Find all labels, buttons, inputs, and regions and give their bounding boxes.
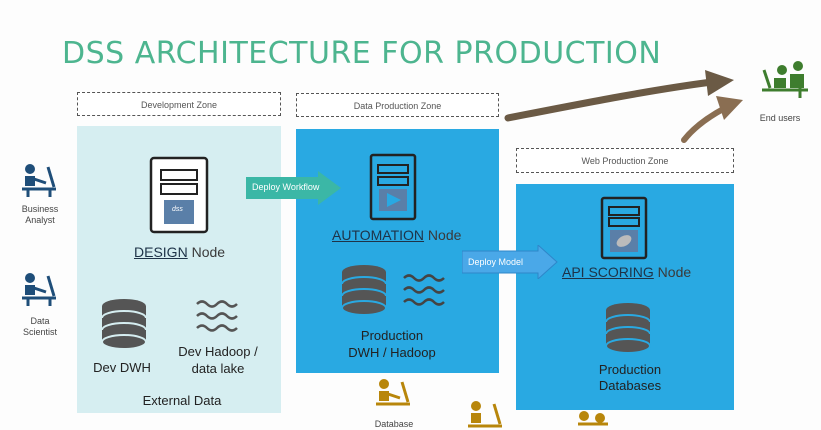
automation-node-suffix: Node: [424, 227, 462, 243]
design-node-title: DESIGN Node: [134, 244, 225, 260]
production-dwh-label-line1: Production: [360, 328, 424, 343]
production-databases-icon: [605, 303, 651, 354]
design-server-icon: [149, 156, 209, 234]
automation-node-title: AUTOMATION Node: [332, 227, 461, 243]
database-admin-icon-3: [578, 411, 608, 426]
production-hadoop-waves-icon: [403, 274, 445, 306]
deploy-model-arrow: [462, 245, 558, 279]
end-users-label: End users: [759, 113, 801, 123]
production-databases-label-line1: Production: [598, 362, 662, 377]
production-databases-label-line2: Databases: [598, 378, 662, 393]
development-zone-label: Development Zone: [77, 92, 281, 116]
deploy-workflow-arrow: [246, 171, 341, 205]
database-label: Database: [374, 419, 414, 429]
page-title: DSS ARCHITECTURE FOR PRODUCTION: [62, 36, 662, 71]
database-admin-icon: [376, 379, 410, 406]
data-scientist-icon: [22, 273, 56, 306]
data-production-zone-label: Data Production Zone: [296, 93, 499, 117]
design-node-suffix: Node: [187, 244, 226, 260]
api-scoring-node-title: API SCORING Node: [562, 264, 691, 280]
deploy-model-label: Deploy Model: [468, 257, 524, 267]
database-admin-icon-2: [468, 401, 502, 428]
production-dwh-database-icon: [341, 265, 387, 316]
business-analyst-label-line1: Business: [21, 204, 59, 214]
end-users-icon: [762, 61, 808, 98]
automation-node-name: AUTOMATION: [332, 227, 425, 243]
deploy-workflow-label: Deploy Workflow: [252, 182, 320, 192]
dev-dwh-database-icon: [101, 299, 147, 350]
data-scientist-label-line2: Scientist: [22, 327, 57, 337]
end-users-arrows: [504, 70, 743, 143]
dss-badge: dss: [172, 206, 183, 213]
business-analyst-label-line2: Analyst: [25, 215, 55, 225]
dev-hadoop-label-line2: data lake: [191, 361, 245, 376]
api-scoring-node-name: API SCORING: [562, 264, 654, 280]
api-scoring-node-suffix: Node: [653, 264, 692, 280]
dev-hadoop-waves-icon: [196, 300, 238, 332]
web-production-zone-label: Web Production Zone: [516, 148, 734, 173]
dev-dwh-label: Dev DWH: [93, 360, 151, 375]
data-scientist-label-line1: Data: [30, 316, 50, 326]
business-analyst-icon: [22, 164, 56, 197]
external-data-label: External Data: [142, 393, 222, 408]
dev-hadoop-label-line1: Dev Hadoop /: [178, 344, 258, 359]
production-dwh-label-line2: DWH / Hadoop: [348, 345, 436, 360]
design-node-name: DESIGN: [134, 244, 188, 260]
api-scoring-server-icon: [600, 196, 648, 260]
automation-server-icon: [369, 153, 417, 221]
